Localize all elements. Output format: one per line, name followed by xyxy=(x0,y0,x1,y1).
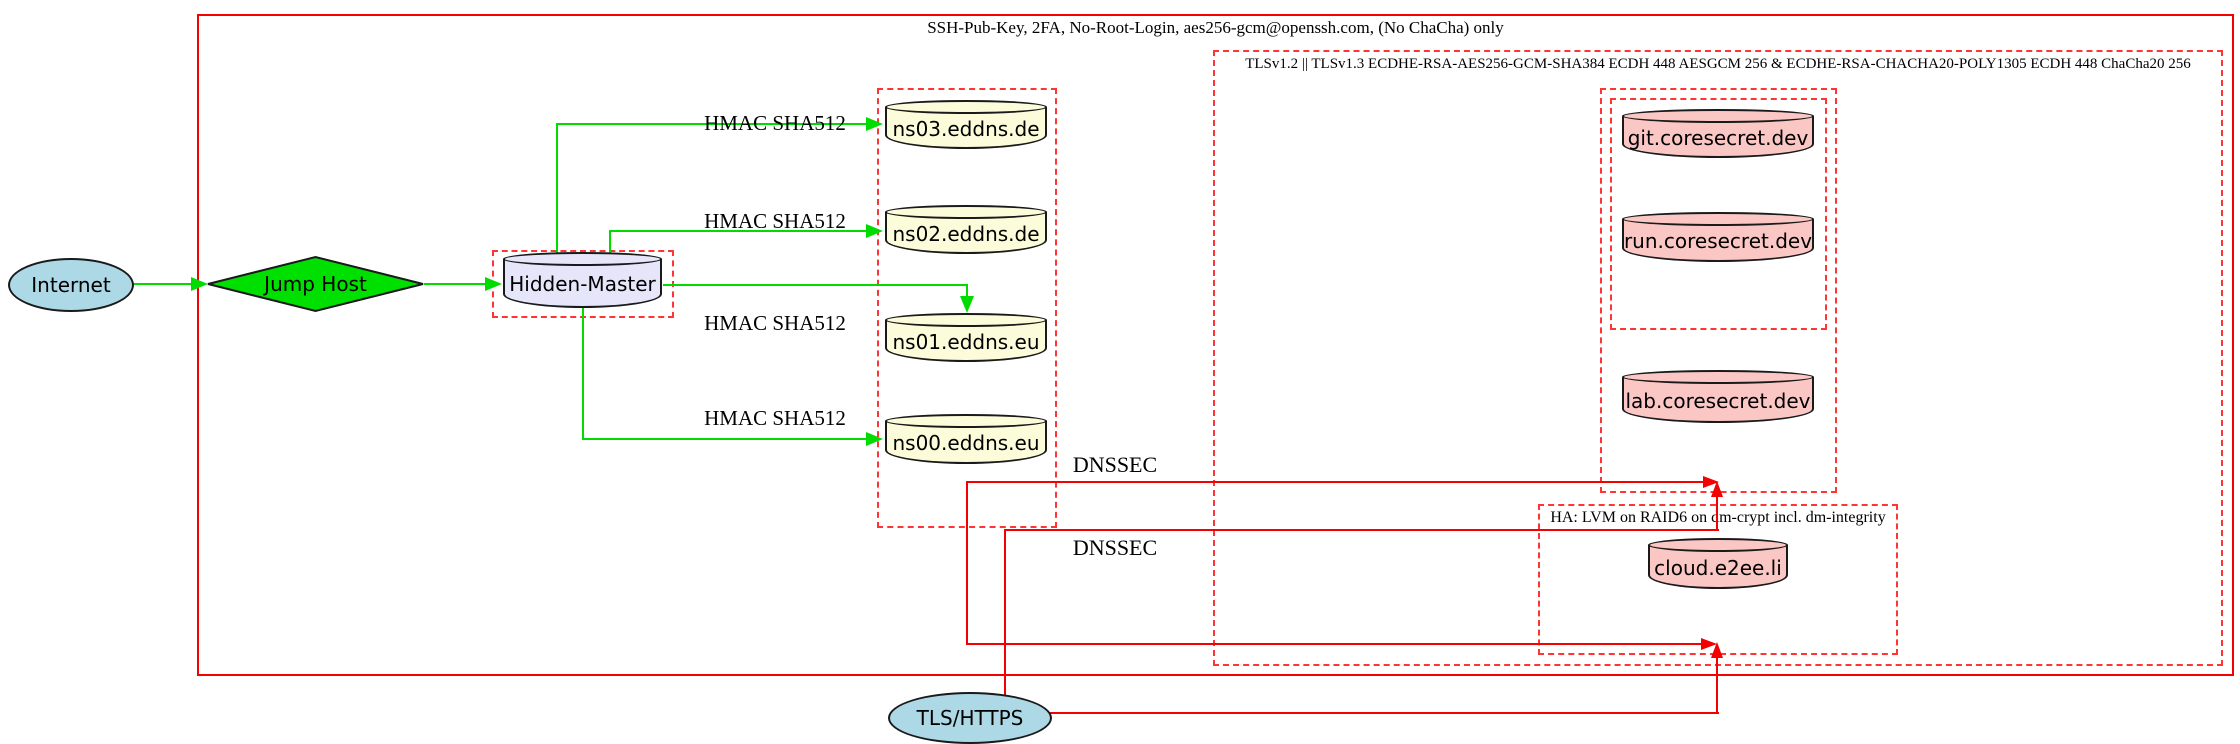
node-hidden-master-label: Hidden-Master xyxy=(509,272,656,296)
edge-jumphost-hiddenmaster-line xyxy=(424,283,486,285)
edge-hiddenmaster-ns00-arrowhead-icon xyxy=(866,432,883,446)
node-ns01-label: ns01.eddns.eu xyxy=(892,329,1040,354)
cylinder-body xyxy=(885,421,1047,464)
cylinder-top-icon xyxy=(1622,109,1814,123)
edge-hiddenmaster-ns01-arrowhead-icon xyxy=(960,296,974,313)
node-tls-https-label: TLS/HTTPS xyxy=(916,706,1024,730)
node-tls-https: TLS/HTTPS xyxy=(888,692,1052,744)
edge-tlshttps-coresecret-arrowhead-icon xyxy=(1711,481,1723,497)
node-run-coresecret: run.coresecret.dev xyxy=(1622,212,1814,262)
cluster-tls-label: TLSv1.2 || TLSv1.3 ECDHE-RSA-AES256-GCM-… xyxy=(1245,56,2191,72)
cylinder-top-icon xyxy=(1622,212,1814,226)
node-ns02: ns02.eddns.de xyxy=(885,205,1047,254)
edge-internet-jumphost-arrowhead-icon xyxy=(191,277,208,291)
node-lab-coresecret: lab.coresecret.dev xyxy=(1622,370,1814,423)
node-lab-coresecret-label: lab.coresecret.dev xyxy=(1625,388,1811,413)
edge-hiddenmaster-ns00-line-v xyxy=(582,308,584,440)
node-git-coresecret: git.coresecret.dev xyxy=(1622,109,1814,158)
cluster-coresecret-inner-box xyxy=(1610,98,1827,330)
cylinder-body xyxy=(885,107,1047,149)
edge-label-hmac-ns00: HMAC SHA512 xyxy=(704,406,846,430)
node-git-coresecret-label: git.coresecret.dev xyxy=(1627,125,1809,150)
edge-hiddenmaster-ns01-line-v xyxy=(966,284,968,297)
cylinder-top-icon xyxy=(1622,370,1814,384)
cluster-ha-label: HA: LVM on RAID6 on dm-crypt incl. dm-in… xyxy=(1550,509,1886,526)
edge-tlshttps-coresecret-line-h xyxy=(1004,529,1719,531)
edge-ns-coresecret-line-h xyxy=(967,481,1704,483)
node-run-coresecret-label: run.coresecret.dev xyxy=(1623,229,1813,253)
node-cloud-e2ee-label: cloud.e2ee.li xyxy=(1654,555,1782,580)
edge-label-dnssec-lower: DNSSEC xyxy=(1072,535,1158,560)
edge-hiddenmaster-ns02-line-h xyxy=(609,230,867,232)
edge-hiddenmaster-ns02-line-v xyxy=(609,231,611,260)
edge-hiddenmaster-ns02-arrowhead-icon xyxy=(866,224,883,238)
cylinder-body xyxy=(885,320,1047,362)
cylinder-body xyxy=(1622,219,1814,262)
edge-hiddenmaster-ns03-line-h xyxy=(556,123,867,125)
cylinder-body xyxy=(503,259,662,308)
edge-label-hmac-ns01: HMAC SHA512 xyxy=(704,311,846,335)
edge-hiddenmaster-ns03-line-v xyxy=(556,124,558,260)
edge-hiddenmaster-ns01-line-h xyxy=(663,284,968,286)
edge-tlshttps-ha-line-v xyxy=(1716,658,1718,713)
cylinder-body xyxy=(1648,545,1788,589)
edge-label-hmac-ns03: HMAC SHA512 xyxy=(704,111,846,135)
edge-tlshttps-coresecret-line-v2 xyxy=(1716,497,1718,530)
cylinder-top-icon xyxy=(885,313,1047,327)
cluster-ssh-box: SSH-Pub-Key, 2FA, No-Root-Login, aes256-… xyxy=(197,14,2234,676)
node-ns00-label: ns00.eddns.eu xyxy=(892,431,1040,455)
cylinder-top-icon xyxy=(885,414,1047,428)
diamond-shape-icon xyxy=(207,255,424,313)
edge-jumphost-hiddenmaster-arrowhead-icon xyxy=(485,277,502,291)
node-hidden-master: Hidden-Master xyxy=(503,252,662,308)
node-cloud-e2ee: cloud.e2ee.li xyxy=(1648,538,1788,589)
edge-hiddenmaster-ns03-arrowhead-icon xyxy=(866,117,883,131)
cylinder-top-icon xyxy=(1648,538,1788,552)
edge-tlshttps-ha-arrowhead-icon xyxy=(1711,642,1723,658)
edge-label-dnssec-upper: DNSSEC xyxy=(1072,452,1158,477)
cluster-tls-box: TLSv1.2 || TLSv1.3 ECDHE-RSA-AES256-GCM-… xyxy=(1213,50,2223,666)
node-ns03-label: ns03.eddns.de xyxy=(892,116,1040,141)
cylinder-body xyxy=(885,212,1047,254)
cylinder-top-icon xyxy=(885,205,1047,219)
node-jump-host: Jump Host xyxy=(206,255,425,313)
cylinder-body xyxy=(1622,116,1814,158)
node-jump-host-label: Jump Host xyxy=(264,272,367,296)
edge-ns-ha-line-v xyxy=(966,481,968,645)
node-ns02-label: ns02.eddns.de xyxy=(892,221,1040,246)
edge-hiddenmaster-ns00-line-h xyxy=(582,438,867,440)
edge-label-hmac-ns02: HMAC SHA512 xyxy=(704,209,846,233)
node-ns03: ns03.eddns.de xyxy=(885,100,1047,149)
edge-tlshttps-ha-line-h xyxy=(1047,712,1719,714)
edge-tlshttps-coresecret-line-v1 xyxy=(1004,530,1006,697)
node-internet-label: Internet xyxy=(31,273,111,297)
cylinder-top-icon xyxy=(885,100,1047,114)
node-ns00: ns00.eddns.eu xyxy=(885,414,1047,464)
cylinder-top-icon xyxy=(503,252,662,266)
node-ns01: ns01.eddns.eu xyxy=(885,313,1047,362)
edge-ns-ha-line-h xyxy=(967,643,1702,645)
edge-internet-jumphost-line xyxy=(131,283,192,285)
cluster-ssh-label: SSH-Pub-Key, 2FA, No-Root-Login, aes256-… xyxy=(927,18,1504,37)
node-internet: Internet xyxy=(8,258,134,312)
cylinder-body xyxy=(1622,377,1814,423)
